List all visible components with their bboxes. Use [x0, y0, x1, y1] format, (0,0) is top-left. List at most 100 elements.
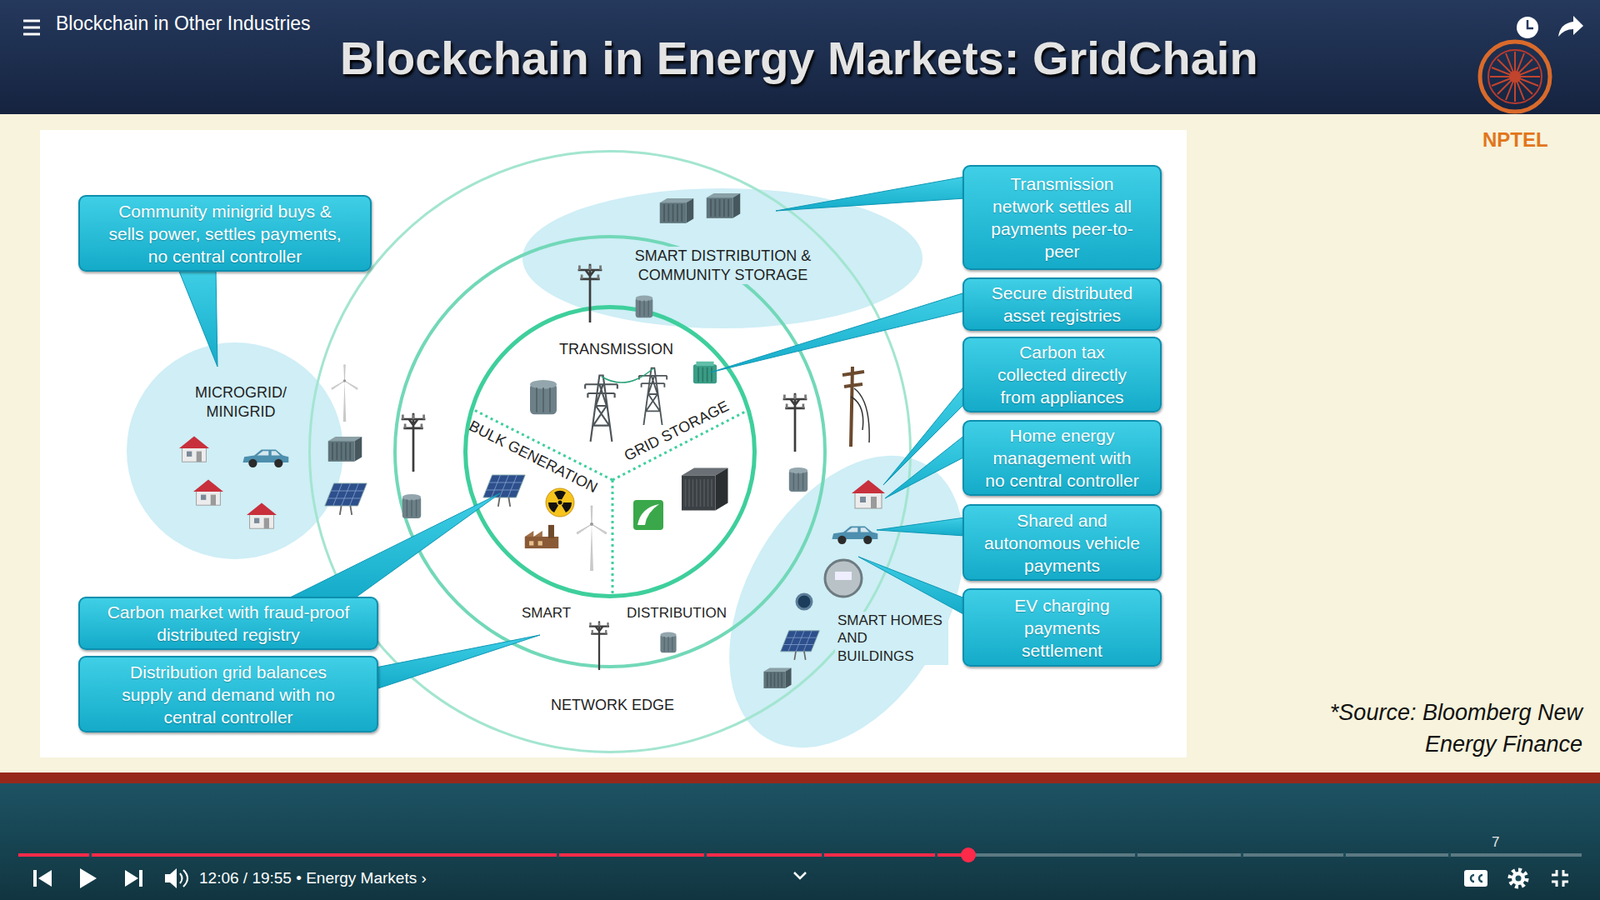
art-part	[821, 852, 825, 858]
region-label: MICROGRID/ MINIGRID	[186, 383, 295, 421]
art-part	[556, 852, 560, 858]
volume-icon	[165, 868, 177, 889]
callout-box: Shared and autonomous vehicle payments	[962, 504, 1162, 581]
callout-pointer	[375, 635, 540, 690]
meter-display	[835, 571, 852, 580]
storage-container-icon	[660, 198, 694, 224]
logo-text: NPTEL	[1482, 128, 1549, 152]
progress-played	[18, 853, 969, 857]
time-display: 12:06 / 19:55 • Energy Markets ›	[199, 868, 427, 889]
chevron-icon	[794, 872, 806, 879]
video-title: Blockchain in Other Industries	[55, 11, 311, 35]
region-label: DISTRIBUTION	[626, 604, 727, 622]
volume-waves	[180, 870, 188, 887]
transformer-icon	[660, 632, 676, 654]
art-part	[1488, 50, 1542, 104]
callout-box: Transmission network settles all payment…	[962, 165, 1162, 270]
ring-outline	[393, 235, 827, 669]
progress-track	[18, 853, 1582, 857]
slide-footer-bar	[0, 772, 1600, 784]
header-bar	[0, 0, 1600, 115]
region-label: TRANSMISSION	[559, 340, 674, 360]
art-part	[548, 490, 572, 513]
service-pole-icon	[842, 366, 870, 447]
hydro-mark	[637, 504, 660, 525]
wind-turbine-icon	[576, 505, 607, 571]
callout-pointer	[775, 176, 965, 211]
region-blob: SMART HOMES AND BUILDINGS	[729, 455, 965, 748]
ring-outline	[308, 150, 912, 754]
blob-shape	[126, 342, 344, 560]
slide-title: Blockchain in Energy Markets: GridChain	[340, 31, 1259, 85]
player-bar	[0, 783, 1600, 900]
nuclear-icon	[545, 488, 575, 517]
gear-hole	[1515, 875, 1522, 882]
diagram-panel: Community minigrid buys & sells power, s…	[40, 130, 1187, 758]
region-label: GRID STORAGE	[620, 396, 732, 465]
blob-fill	[522, 188, 923, 329]
callout-text: EV charging payments settlement	[983, 594, 1141, 662]
gear-icon	[1511, 871, 1525, 885]
ring-region: TRANSMISSIONBULK GENERATIONGRID STORAGE	[463, 305, 757, 599]
art-part	[1480, 41, 1550, 112]
blob-fill	[680, 414, 1013, 758]
smart-meter-icon	[825, 560, 862, 597]
hydro-icon	[633, 500, 664, 530]
art-part	[1240, 852, 1244, 858]
callout-text: Community minigrid buys & sells power, s…	[103, 200, 347, 268]
captions-icon	[1464, 870, 1488, 887]
ring-region: SMART DISTRIBUTION TRANSMISSIONBULK GENERA…	[393, 235, 827, 669]
callout-text: Shared and autonomous vehicle payments	[983, 509, 1141, 577]
blob-shape	[729, 455, 965, 748]
art-part	[1343, 852, 1346, 858]
region-label: NETWORK EDGE	[550, 695, 675, 715]
callout-box: Carbon market with fraud-proof distribut…	[78, 596, 379, 650]
ring-line	[465, 307, 755, 597]
region-label: SMART HOMES AND BUILDINGS	[835, 611, 949, 665]
transformer-icon	[530, 380, 557, 415]
region-label: SMART	[521, 604, 571, 622]
callout-box: Community minigrid buys & sells power, s…	[78, 195, 372, 272]
chapter-gaps	[89, 852, 1451, 858]
callout-box: Home energy management with no central c…	[962, 420, 1162, 496]
art-part	[1448, 852, 1451, 858]
transformer-icon	[789, 467, 808, 492]
clock-icon	[1516, 16, 1539, 39]
clock-hands	[1527, 20, 1534, 29]
storage-container-icon	[328, 436, 362, 462]
menu-icon	[23, 20, 40, 35]
substation-icon	[693, 361, 717, 384]
distribution-pole-icon	[401, 413, 426, 472]
art-part	[1135, 852, 1138, 858]
region-label: SMART DISTRIBUTION & COMMUNITY STORAGE	[622, 246, 824, 285]
nptel-logo	[1480, 41, 1550, 112]
solar-panel-icon	[483, 475, 525, 507]
art-part	[935, 852, 938, 858]
callout-text: Distribution grid balances supply and de…	[110, 660, 347, 729]
pylon-icon	[585, 375, 618, 442]
region-blob: MICROGRID/ MINIGRID	[126, 342, 344, 560]
ring-region: NETWORK EDGE SMART DISTRIBUTION TRANSMISSIO…	[308, 150, 912, 754]
power-plant-icon	[525, 525, 559, 549]
transformer-icon	[402, 494, 421, 519]
distribution-pole-icon	[589, 621, 610, 671]
callout-text: Transmission network settles all payment…	[983, 172, 1141, 263]
fullscreen-icon	[1551, 870, 1569, 887]
art-part	[1490, 51, 1540, 102]
callout-box: EV charging payments settlement	[962, 588, 1162, 667]
play-button	[80, 868, 97, 889]
art-part	[558, 500, 563, 505]
storage-container-icon	[706, 193, 740, 219]
next-button	[125, 870, 143, 887]
callout-text: Carbon market with fraud-proof distribut…	[96, 600, 360, 646]
callout-text: Home energy management with no central c…	[983, 424, 1141, 492]
distribution-pole-icon	[783, 393, 808, 452]
share-icon	[1558, 15, 1584, 37]
callout-box: Distribution grid balances supply and de…	[78, 655, 379, 733]
thermostat-icon	[796, 594, 812, 610]
gear-teeth	[1510, 870, 1527, 887]
storage-container-icon	[763, 667, 791, 688]
callout-text: Carbon tax collected directly from appli…	[983, 340, 1141, 409]
callout-box: Carbon tax collected directly from appli…	[962, 336, 1162, 413]
